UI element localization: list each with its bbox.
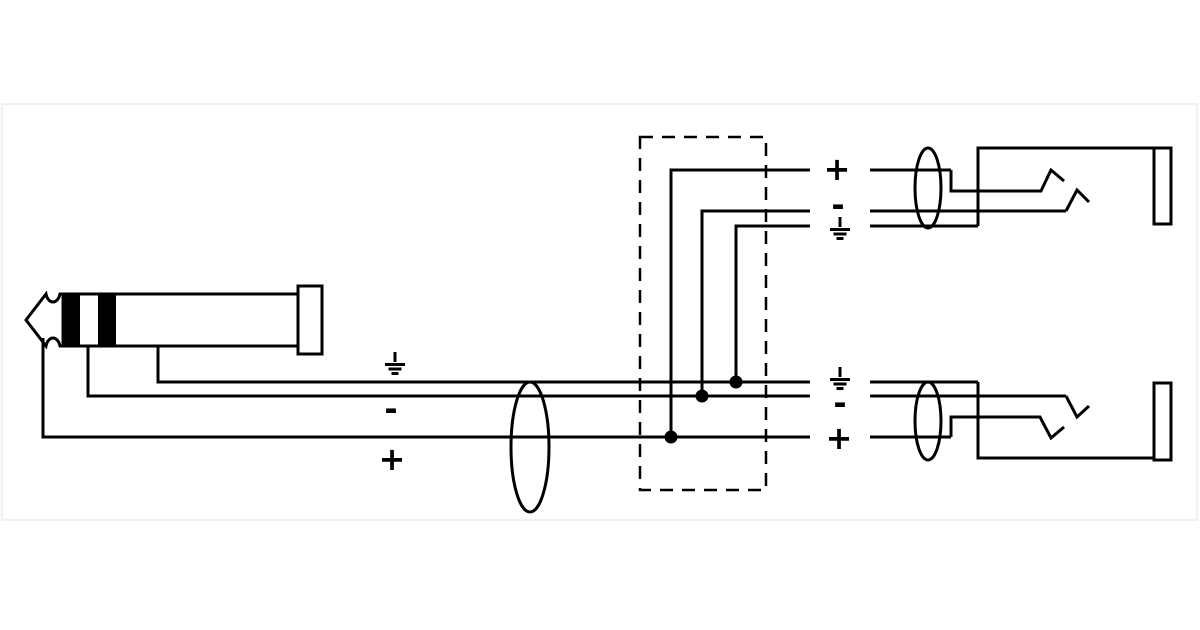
earth-ground-icon-left: [385, 352, 405, 375]
socket-bottom-ring-contact: [1064, 395, 1091, 420]
mono-jack-socket-top-icon: [949, 146, 1173, 226]
ground-wire-top-branch: [734, 224, 978, 382]
socket-top-bushing: [1152, 146, 1173, 226]
junction-dot-minus: [695, 389, 709, 403]
label-bottom-right-minus: -: [833, 384, 846, 422]
earth-ground-icon-bottom-right: [830, 367, 850, 390]
socket-top-tip-contact: [949, 167, 1065, 193]
junction-dot-ground: [729, 375, 743, 389]
plug-flange: [296, 284, 324, 356]
label-top-right-plus: +: [824, 150, 851, 188]
socket-bottom-frame: [976, 382, 1154, 460]
plus-wire-top-branch: [669, 168, 951, 437]
cable-shield-ellipse-bottom: [913, 380, 943, 462]
ground-wire-bottom: [156, 347, 978, 384]
socket-bottom-tip-contact: [949, 415, 1065, 441]
junction-dot-plus: [664, 430, 678, 444]
earth-ground-icon-top-right: [830, 217, 850, 240]
label-left-plus: +: [379, 440, 406, 478]
plug-insulator-ring-2: [98, 294, 116, 346]
label-bottom-right-plus: +: [826, 419, 853, 457]
plus-wire-bottom: [41, 338, 951, 439]
socket-bottom-bushing: [1152, 381, 1173, 462]
minus-wire-bottom: [86, 347, 1066, 398]
diagram-border: [1, 103, 1198, 521]
socket-top-frame: [976, 146, 1154, 226]
minus-wire-top-branch: [700, 209, 1066, 396]
socket-top-ring-contact: [1064, 187, 1091, 212]
junction-box-dashed-outline: [638, 135, 768, 492]
plug-insulator-ring-1: [63, 294, 80, 346]
cable-shield-ellipse-main: [509, 380, 551, 514]
label-left-minus: -: [384, 390, 397, 428]
trs-jack-plug-icon: [24, 284, 324, 356]
label-top-right-minus: -: [831, 186, 844, 224]
mono-jack-socket-bottom-icon: [949, 381, 1173, 462]
cable-shield-ellipse-top: [913, 146, 943, 230]
